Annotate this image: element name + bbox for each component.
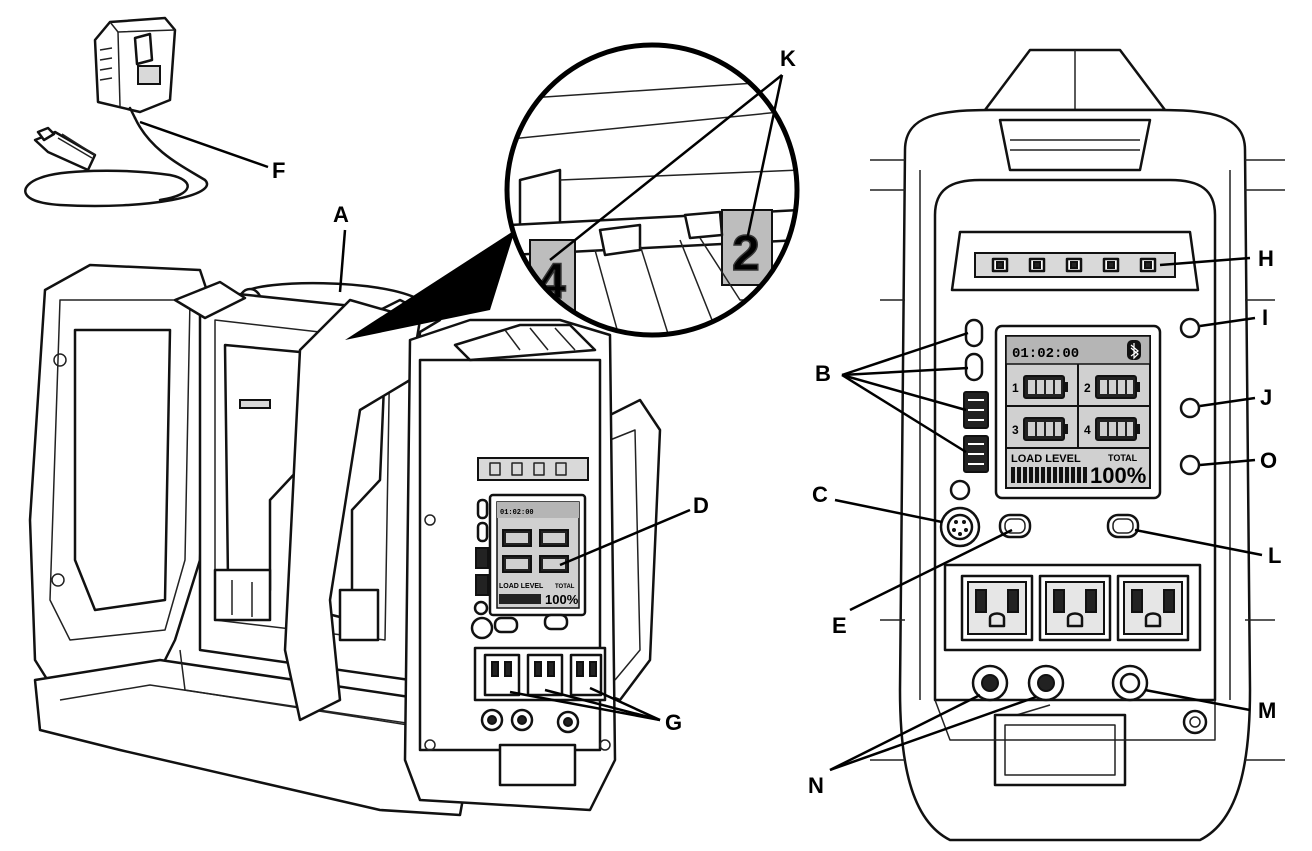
side-button-1[interactable]	[964, 318, 984, 348]
callout-d: D	[693, 493, 709, 518]
load-level-label: LOAD LEVEL	[1011, 453, 1081, 465]
total-label: TOTAL	[1108, 453, 1138, 463]
callout-a: A	[333, 202, 349, 227]
side-button-2[interactable]	[964, 352, 984, 382]
total-value: 100%	[1090, 463, 1146, 488]
zoom-bay-number-right: 2	[732, 225, 760, 281]
callout-e: E	[832, 613, 847, 638]
bay-2-label: 2	[1084, 381, 1091, 395]
leader-lines	[139, 74, 1263, 772]
ac-adapter	[24, 16, 209, 208]
callout-m: M	[1258, 698, 1276, 723]
button-o[interactable]	[1179, 454, 1201, 476]
bay-4-label: 4	[1084, 423, 1091, 437]
display-time: 01:02:00	[1012, 346, 1079, 362]
ac-outlet-1[interactable]	[960, 574, 1034, 642]
button-j[interactable]	[1179, 397, 1201, 419]
callout-f: F	[272, 158, 285, 183]
ac-outlet-2[interactable]	[1038, 574, 1112, 642]
usb-c-port-1[interactable]	[971, 664, 1009, 702]
usb-c-port-2[interactable]	[1027, 664, 1065, 702]
callout-l: L	[1268, 543, 1281, 568]
callout-h: H	[1258, 246, 1274, 271]
callout-b: B	[815, 361, 831, 386]
product-front-view: 01:02:00 1 2 3 4	[870, 48, 1285, 842]
callout-labels: A F K D G H I B J O C L E M N	[272, 46, 1281, 798]
ac-outlet-3[interactable]	[1116, 574, 1190, 642]
callout-g: G	[665, 710, 682, 735]
product-isometric-view: 01:02:00 LOAD LEVEL TOTAL 100%	[28, 230, 662, 817]
small-display-total-value: 100%	[545, 592, 579, 607]
bay-3-label: 3	[1012, 423, 1019, 437]
small-display-time: 01:02:00	[500, 509, 534, 517]
callout-c: C	[812, 482, 828, 507]
usb-port-m[interactable]	[1111, 664, 1149, 702]
dc-input-port[interactable]	[939, 506, 981, 548]
small-display-load-label: LOAD LEVEL	[499, 583, 544, 590]
zoom-detail: 4 2	[504, 42, 800, 338]
led-indicators	[991, 257, 1157, 273]
callout-k: K	[780, 46, 796, 71]
load-level-bar	[1011, 467, 1087, 483]
callout-o: O	[1260, 448, 1277, 473]
button-i[interactable]	[1179, 317, 1201, 339]
callout-j: J	[1260, 385, 1272, 410]
small-display-total-label: TOTAL	[555, 584, 575, 590]
callout-i: I	[1262, 305, 1268, 330]
bay-1-label: 1	[1012, 381, 1019, 395]
lcd-display: 01:02:00 1 2 3 4	[994, 324, 1162, 500]
callout-n: N	[808, 773, 824, 798]
